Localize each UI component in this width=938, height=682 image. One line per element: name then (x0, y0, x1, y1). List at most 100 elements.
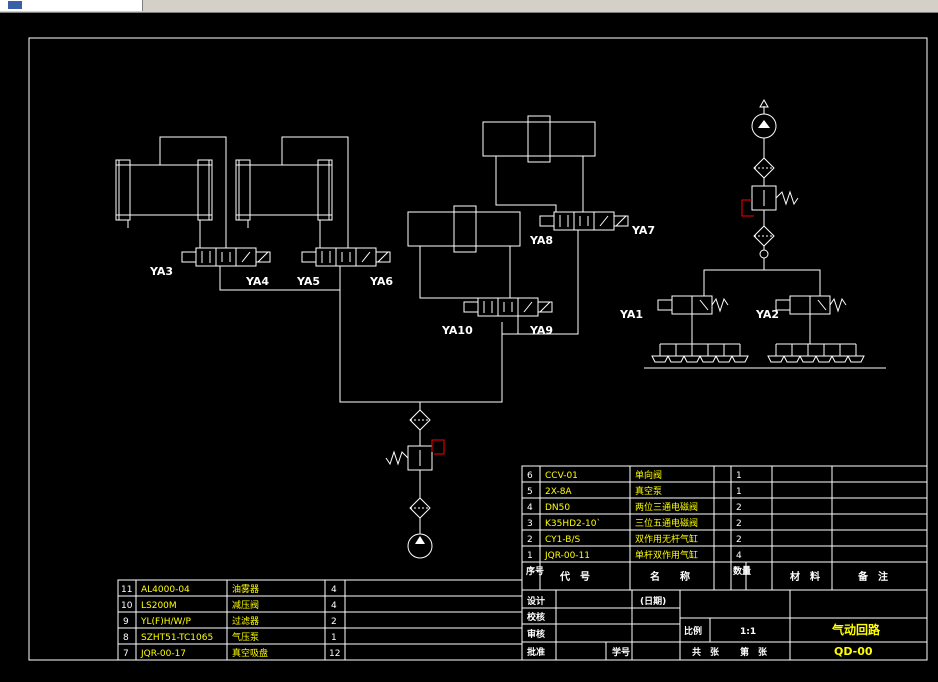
row1-no: 1 (527, 551, 533, 561)
drawing-title: 气动回路 (831, 622, 881, 637)
label-ya4: YA4 (245, 275, 269, 288)
row9-code: YL(F)H/W/P (140, 617, 191, 627)
row5-no: 5 (527, 487, 533, 497)
title-block (521, 589, 928, 661)
row10-name: 减压阀 (232, 599, 259, 611)
application-tab-bar (0, 0, 938, 13)
drawing-tab[interactable] (0, 0, 143, 11)
label-ya2: YA2 (755, 308, 779, 321)
row11-no: 11 (121, 585, 132, 595)
header-material: 材 料 (790, 570, 820, 583)
row8-no: 8 (123, 633, 129, 643)
row5-name: 真空泵 (635, 485, 662, 497)
row2-name: 双作用无杆气缸 (635, 533, 698, 545)
row10-no: 10 (121, 601, 133, 611)
air-pump (407, 533, 433, 559)
row1-qty: 4 (736, 551, 742, 561)
drawing-file-icon (8, 1, 22, 9)
label-date: (日期) (640, 595, 666, 607)
valve-ya1 (657, 295, 729, 315)
row11-code: AL4000-04 (141, 585, 190, 595)
row6-no: 6 (527, 471, 533, 481)
label-ya7: YA7 (631, 224, 655, 237)
row7-no: 7 (123, 649, 129, 659)
row3-no: 3 (527, 519, 533, 529)
row8-name: 气压泵 (232, 631, 259, 643)
row9-name: 过滤器 (232, 615, 259, 627)
row6-code: CCV-01 (545, 471, 578, 481)
filter-vacuum (753, 157, 775, 179)
valve-ya10-ya9 (463, 297, 553, 317)
label-ya8: YA8 (529, 234, 553, 247)
row8-code: SZHT51-TC1065 (141, 633, 213, 643)
row4-code: DN50 (545, 503, 570, 513)
valve-ya5-ya6 (301, 247, 391, 267)
row2-no: 2 (527, 535, 533, 545)
rodless-cylinder-lower (407, 205, 521, 253)
vacuum-pump (751, 98, 777, 139)
cylinder-left-1 (115, 159, 213, 228)
row11-qty: 4 (331, 585, 337, 595)
label-scale: 比例 (684, 625, 702, 637)
label-ya1: YA1 (619, 308, 643, 321)
row3-qty: 2 (736, 519, 742, 529)
label-student-no: 学号 (612, 646, 630, 658)
label-ya5: YA5 (296, 275, 320, 288)
row1-name: 单杆双作用气缸 (635, 549, 698, 561)
row10-qty: 4 (331, 601, 337, 611)
cylinder-left-2 (235, 159, 333, 228)
label-design: 设计 (527, 595, 545, 607)
suction-cups-left (651, 355, 749, 363)
label-ya10: YA10 (441, 324, 473, 337)
parts-table-left (117, 579, 523, 661)
row3-name: 三位五通电磁阀 (635, 517, 698, 529)
row6-qty: 1 (736, 471, 742, 481)
scale-value: 1:1 (740, 627, 756, 637)
lubricator-supply (409, 497, 431, 519)
row11-name: 油雾器 (232, 583, 259, 595)
reducing-valve-vacuum (741, 185, 799, 217)
parts-table-left-text: 11 10 9 8 7 4 4 2 1 12 AL4000-04 LS200M … (121, 583, 340, 659)
label-ya9: YA9 (529, 324, 553, 337)
pressure-reducing-valve-supply (385, 439, 445, 471)
parts-table-right-text: 6 5 4 3 2 1 1 1 2 2 2 4 CCV-01 2X-8A DN5… (526, 469, 888, 583)
filter-supply (409, 409, 431, 431)
row7-code: JQR-00-17 (140, 649, 186, 659)
row4-qty: 2 (736, 503, 742, 513)
row1-code: JQR-00-11 (544, 551, 590, 561)
row10-code: LS200M (141, 601, 177, 611)
row5-qty: 1 (736, 487, 742, 497)
label-ya6: YA6 (369, 275, 393, 288)
header-seq: 序号 (526, 565, 544, 577)
label-check: 校核 (527, 611, 545, 623)
label-sheet: 第 张 (740, 646, 768, 658)
row2-qty: 2 (736, 535, 742, 545)
label-review: 审核 (527, 628, 545, 640)
valve-ya8-ya7 (539, 211, 629, 231)
row3-code: K35HD2-10` (545, 518, 601, 529)
rodless-cylinder-upper (482, 115, 596, 163)
valve-ya3-ya4 (181, 247, 271, 267)
row6-name: 单向阀 (635, 469, 662, 481)
row7-name: 真空吸盘 (232, 647, 268, 659)
valve-ya2 (775, 295, 847, 315)
row7-qty: 12 (329, 649, 340, 659)
row9-no: 9 (123, 617, 129, 627)
label-total-sheets: 共 张 (692, 646, 720, 658)
lubricator-vacuum (753, 225, 775, 247)
header-qty: 数量 (733, 565, 751, 577)
row5-code: 2X-8A (545, 487, 572, 497)
row9-qty: 2 (331, 617, 337, 627)
header-code: 代 号 (559, 570, 590, 583)
header-remark: 备 注 (857, 570, 888, 583)
check-valve (759, 249, 769, 259)
suction-cups-right (767, 355, 865, 363)
row4-no: 4 (527, 503, 533, 513)
row4-name: 两位三通电磁阀 (635, 501, 698, 513)
pneumatic-circuit-drawing: YA3 YA4 YA5 YA6 YA7 YA8 YA9 YA10 YA1 YA2… (28, 37, 928, 661)
header-name: 名 称 (650, 570, 690, 583)
drawing-number: QD-00 (834, 645, 873, 658)
label-ya3: YA3 (149, 265, 173, 278)
row2-code: CY1-B/S (545, 535, 580, 545)
row8-qty: 1 (331, 633, 337, 643)
